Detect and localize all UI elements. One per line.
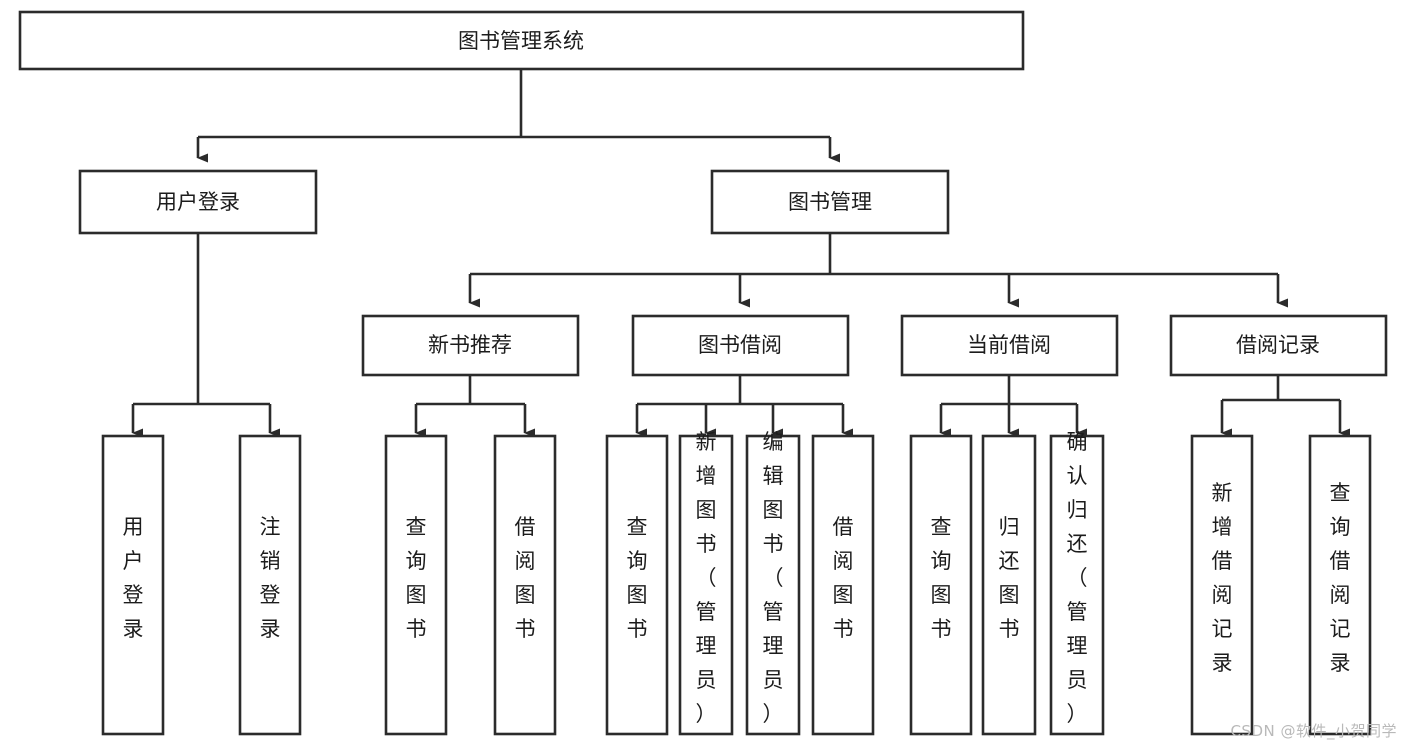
node-leaf-confirm-return[interactable]: 确认归还（管理员） <box>1049 430 1105 736</box>
node-leaf-logout[interactable]: 注销登录 <box>238 434 302 736</box>
node-leaf-query-record-box[interactable] <box>1308 434 1372 736</box>
node-book-management-box[interactable] <box>710 169 950 235</box>
node-leaf-user-login-box[interactable] <box>101 434 165 736</box>
node-leaf-query-book-2-label: 查询图书 <box>627 515 648 641</box>
node-borrow-record-label: 借阅记录 <box>1236 333 1320 357</box>
node-leaf-query-book-1-label: 查询图书 <box>406 515 427 641</box>
node-leaf-borrow-book-1[interactable]: 借阅图书 <box>493 434 557 736</box>
node-leaf-add-book-box[interactable] <box>678 434 734 736</box>
node-leaf-logout-box[interactable] <box>238 434 302 736</box>
node-leaf-query-record-label: 查询借阅记录 <box>1330 481 1351 675</box>
node-leaf-query-book-2[interactable]: 查询图书 <box>605 434 669 736</box>
node-current-borrow[interactable]: 当前借阅 <box>900 314 1119 377</box>
node-leaf-borrow-book-1-box[interactable] <box>493 434 557 736</box>
node-leaf-edit-book-box[interactable] <box>745 434 801 736</box>
csdn-watermark: CSDN @软件_小贺同学 <box>1230 722 1397 740</box>
node-leaf-query-book-1[interactable]: 查询图书 <box>384 434 448 736</box>
node-leaf-confirm-return-label: 确认归还（管理员） <box>1067 430 1088 726</box>
node-leaf-user-login[interactable]: 用户登录 <box>101 434 165 736</box>
node-book-management[interactable]: 图书管理 <box>710 169 950 235</box>
node-new-book-recommend-label: 新书推荐 <box>428 333 512 357</box>
node-leaf-add-book[interactable]: 新增图书（管理员） <box>678 430 734 736</box>
node-new-book-recommend-box[interactable] <box>361 314 580 377</box>
node-borrow-record[interactable]: 借阅记录 <box>1169 314 1388 377</box>
node-leaf-confirm-return-box[interactable] <box>1049 434 1105 736</box>
node-leaf-borrow-book-1-label: 借阅图书 <box>515 515 536 641</box>
node-leaf-user-login-label: 用户登录 <box>123 515 144 641</box>
node-borrow-record-box[interactable] <box>1169 314 1388 377</box>
node-leaf-query-book-3[interactable]: 查询图书 <box>909 434 973 736</box>
node-new-book-recommend[interactable]: 新书推荐 <box>361 314 580 377</box>
node-leaf-add-record-label: 新增借阅记录 <box>1212 481 1233 675</box>
node-current-borrow-box[interactable] <box>900 314 1119 377</box>
node-leaf-borrow-book-2-label: 借阅图书 <box>833 515 854 641</box>
node-book-management-label: 图书管理 <box>788 190 872 214</box>
node-leaf-return-book-label: 归还图书 <box>999 515 1020 641</box>
node-book-borrow-label: 图书借阅 <box>698 333 782 357</box>
node-user-login[interactable]: 用户登录 <box>78 169 318 235</box>
node-leaf-add-record-box[interactable] <box>1190 434 1254 736</box>
node-current-borrow-label: 当前借阅 <box>967 333 1051 357</box>
node-leaf-add-record[interactable]: 新增借阅记录 <box>1190 434 1254 736</box>
node-book-borrow-box[interactable] <box>631 314 850 377</box>
node-leaf-return-book[interactable]: 归还图书 <box>981 434 1037 736</box>
node-leaf-edit-book-label: 编辑图书（管理员） <box>763 430 784 726</box>
node-leaf-query-book-3-label: 查询图书 <box>931 515 952 641</box>
node-leaf-query-book-2-box[interactable] <box>605 434 669 736</box>
node-leaf-query-record[interactable]: 查询借阅记录 <box>1308 434 1372 736</box>
connector-layer <box>131 69 1350 438</box>
node-leaf-edit-book[interactable]: 编辑图书（管理员） <box>745 430 801 736</box>
node-leaf-borrow-book-2-box[interactable] <box>811 434 875 736</box>
node-leaf-query-book-1-box[interactable] <box>384 434 448 736</box>
node-leaf-add-book-label: 新增图书（管理员） <box>696 430 717 726</box>
node-leaf-return-book-box[interactable] <box>981 434 1037 736</box>
node-leaf-borrow-book-2[interactable]: 借阅图书 <box>811 434 875 736</box>
node-book-borrow[interactable]: 图书借阅 <box>631 314 850 377</box>
node-user-login-label: 用户登录 <box>156 190 240 214</box>
node-leaf-query-book-3-box[interactable] <box>909 434 973 736</box>
node-leaf-logout-label: 注销登录 <box>260 515 281 641</box>
node-user-login-box[interactable] <box>78 169 318 235</box>
node-root-box[interactable] <box>18 10 1025 71</box>
node-root-label: 图书管理系统 <box>458 29 584 53</box>
node-root[interactable]: 图书管理系统 <box>18 10 1025 71</box>
